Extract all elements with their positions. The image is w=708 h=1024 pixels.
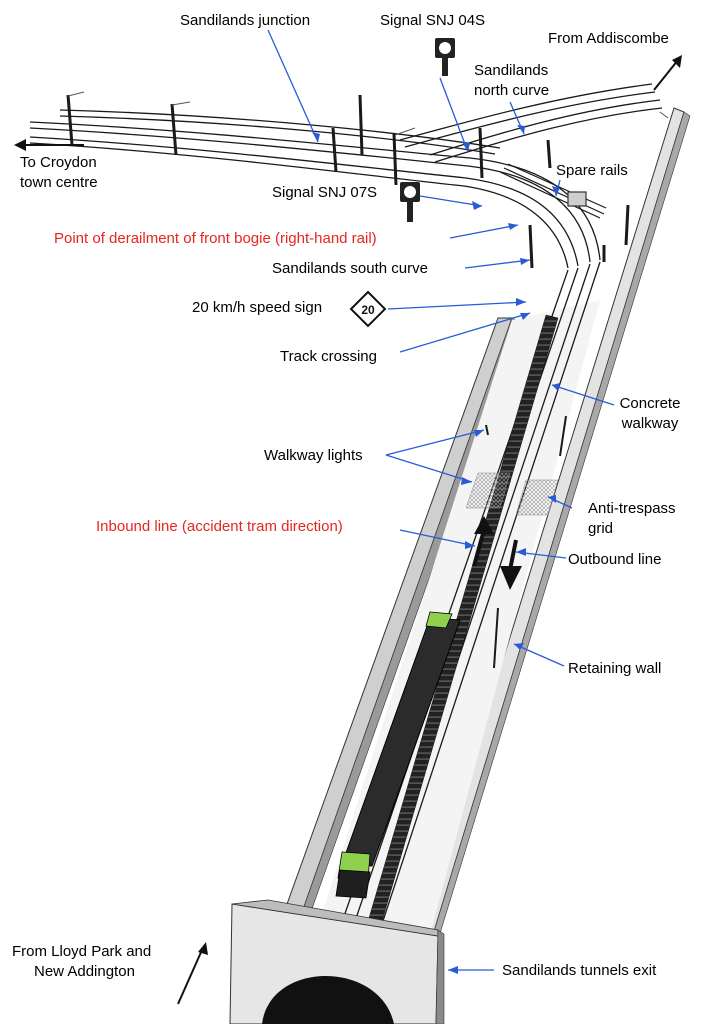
label-tunnels-exit: Sandilands tunnels exit xyxy=(502,962,657,979)
svg-text:20: 20 xyxy=(361,303,375,317)
leader-arrowheads xyxy=(312,125,560,974)
label-signal-snj-04s: Signal SNJ 04S xyxy=(380,12,486,29)
label-to-croydon-line2: town centre xyxy=(20,174,98,191)
label-from-lloyd-park-line2: New Addington xyxy=(34,963,135,980)
anti-trespass-grid-right xyxy=(515,479,559,516)
label-from-lloyd-park-line1: From Lloyd Park and xyxy=(12,943,152,960)
label-sandilands-junction: Sandilands junction xyxy=(180,12,311,29)
tunnel-portal xyxy=(229,899,445,1024)
label-north-curve-line2: north curve xyxy=(474,82,550,99)
anti-trespass-grid-left xyxy=(465,472,511,509)
speed-sign-20-icon: 20 xyxy=(349,290,387,328)
from-addiscombe-arrow-icon xyxy=(653,55,682,91)
label-anti-trespass-line1: Anti-trespass xyxy=(588,500,676,517)
label-retaining-wall: Retaining wall xyxy=(568,660,662,677)
label-concrete-walkway-line2: walkway xyxy=(621,415,679,432)
label-north-curve-line1: Sandilands xyxy=(474,62,549,79)
outbound-direction-arrow xyxy=(500,566,522,590)
label-walkway-lights: Walkway lights xyxy=(264,447,363,464)
label-signal-snj-07s: Signal SNJ 07S xyxy=(272,184,378,201)
label-anti-trespass-line2: grid xyxy=(588,520,614,537)
overhead-poles xyxy=(66,94,630,269)
overhead-arms xyxy=(67,91,669,136)
label-track-crossing: Track crossing xyxy=(280,348,377,365)
leader-lines xyxy=(267,29,615,971)
label-concrete-walkway-line1: Concrete xyxy=(619,395,681,412)
signal-snj-04s xyxy=(435,38,455,76)
from-lloyd-park-arrow-icon xyxy=(177,942,208,1005)
label-to-croydon-line1: To Croydon xyxy=(20,154,97,171)
label-south-curve: Sandilands south curve xyxy=(272,260,428,277)
label-point-of-derailment: Point of derailment of front bogie (righ… xyxy=(54,230,377,247)
label-spare-rails: Spare rails xyxy=(556,162,628,179)
walkway-light-poles xyxy=(485,415,567,669)
label-inbound-line: Inbound line (accident tram direction) xyxy=(96,518,343,535)
tram xyxy=(335,611,461,899)
label-speed-sign: 20 km/h speed sign xyxy=(192,299,323,316)
to-croydon-arrow-icon xyxy=(14,139,84,151)
signal-snj-07s xyxy=(400,182,420,222)
label-from-addiscombe: From Addiscombe xyxy=(548,30,669,47)
inbound-direction-arrow xyxy=(474,516,494,534)
label-outbound-line: Outbound line xyxy=(568,551,662,568)
